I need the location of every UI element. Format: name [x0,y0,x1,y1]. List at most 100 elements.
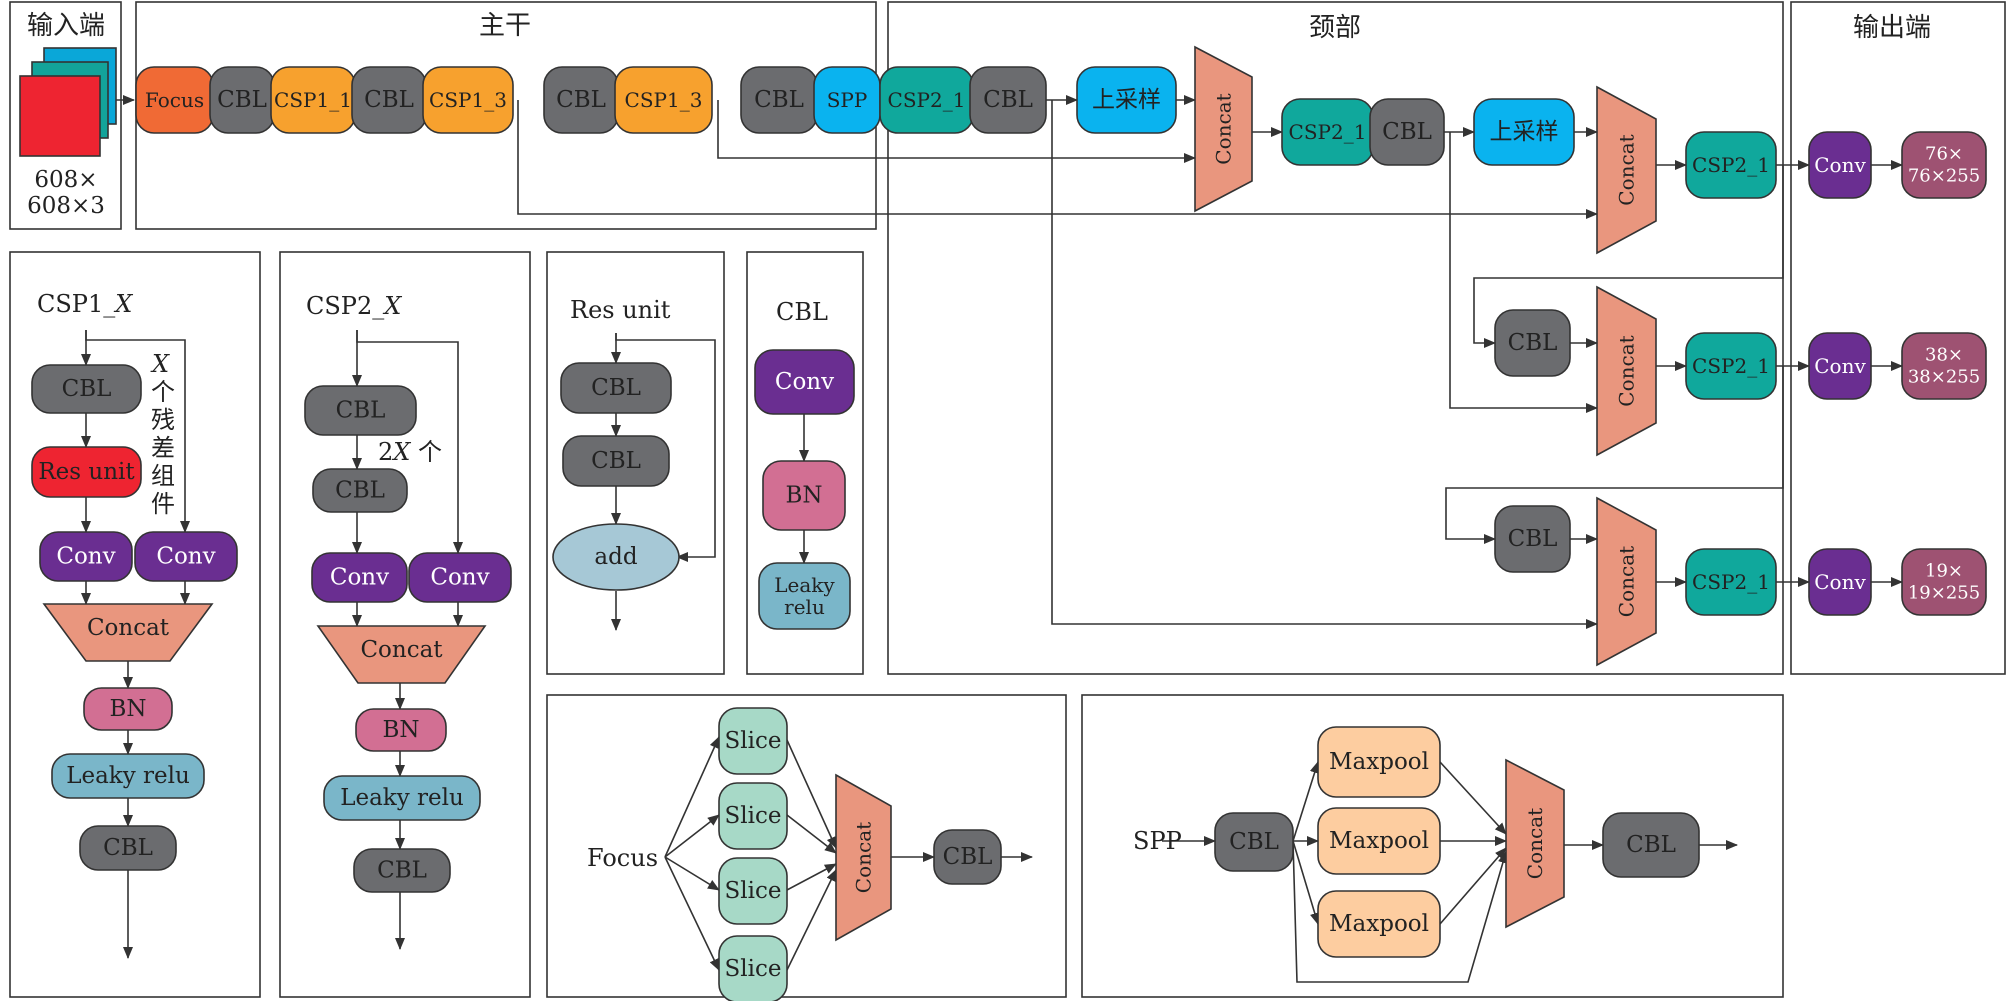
csp2-cbl-mid-label: CBL [335,478,385,504]
spp-maxpool-3: Maxpool [1317,890,1441,958]
neck-csp2-1-d: CSP2_1 [1685,332,1777,400]
spp-maxpool-3-shape [1317,890,1441,958]
csp2-leaky-relu-label: Leaky relu [340,785,464,811]
backbone-title: 主干 [479,11,531,41]
csp1-res-unit: Res unit [31,446,142,498]
neck-csp2-1-c-label: CSP2_1 [1692,153,1770,177]
csp1-leaky-relu-shape [51,753,205,799]
csp1-res-unit-shape [31,446,142,498]
neck-csp2-1-b-label: CSP2_1 [1289,120,1367,144]
backbone-cbl-4-label: CBL [754,87,804,113]
neck-concat-1-label: Concat [1212,93,1236,164]
output-conv-3-label: Conv [1814,570,1866,594]
spp-concat-shape [1505,758,1565,929]
output-frame [1790,1,2006,675]
csp2-cbl-mid-shape [312,468,408,513]
backbone-cbl-3: CBL [543,66,619,134]
backbone-cbl-3-label: CBL [556,87,606,113]
spp-cbl-in-label: CBL [1229,829,1279,855]
focus-slice-2-shape [718,782,788,850]
upsample-1-shape [1076,66,1177,134]
output-conv-2-shape [1808,332,1872,400]
neck-cbl-3-shape [1494,309,1571,377]
res-add-node: add [552,523,680,591]
cbl-panel-leaky-relu-shape [758,562,851,630]
focus-slice-1-label: Slice [725,728,782,754]
csp2-cbl-mid: CBL [312,468,408,513]
csp1-conv-left-label: Conv [56,544,115,570]
neck-csp2-1-a: CSP2_1 [879,66,974,134]
cbl-panel-conv: Conv [754,349,855,415]
csp2-concat-shape [316,625,487,684]
backbone-spp: SPP [813,66,881,134]
cbl-panel [746,251,864,675]
spp-panel [1081,694,1784,998]
csp1-conv-right-label: Conv [156,544,215,570]
csp1-bn-label: BN [109,696,146,722]
csp1-cbl-top-label: CBL [62,376,112,402]
backbone-cbl-1: CBL [209,66,275,134]
csp2-cbl-top-label: CBL [336,398,386,424]
focus-concat: Concat [835,773,892,942]
csp2-conv-right-label: Conv [430,565,489,591]
upsample-2-label: 上采样 [1490,119,1559,145]
res-unit-title: Res unit [570,296,671,324]
csp1-bn-shape [83,687,173,731]
res-cbl-1-label: CBL [591,375,641,401]
upsample-2: 上采样 [1473,98,1575,166]
csp1-title: CSP1_X [37,290,133,318]
output-size-3: 19×19×255 [1901,548,1987,616]
cbl-panel-bn-shape [762,460,846,531]
neck-concat-1-shape [1194,45,1253,213]
output-size-1: 76×76×255 [1901,131,1987,199]
csp2-cbl-bottom-label: CBL [377,858,427,884]
csp1-conv-left: Conv [39,531,133,582]
neck-concat-3-shape [1596,285,1657,457]
backbone-csp1-3-b-label: CSP1_3 [625,88,703,112]
output-size-1-shape [1901,131,1987,199]
cbl-title: CBL [776,298,828,326]
focus-cbl-shape [933,829,1002,885]
cbl-panel-bn: BN [762,460,846,531]
neck-concat-3-label: Concat [1615,335,1639,406]
cbl-panel-conv-label: Conv [775,369,834,395]
spp-cbl-in-shape [1214,812,1294,872]
spp-cbl-out-shape [1602,812,1700,878]
csp2-repeat-label: 2X 个 [378,438,442,466]
neck-csp2-1-b: CSP2_1 [1281,98,1374,166]
csp2-conv-right: Conv [408,552,512,603]
backbone-csp1-1: CSP1_1 [270,66,356,134]
csp2-conv-left-shape [311,552,408,603]
spp-maxpool-2-shape [1317,807,1441,875]
neck-cbl-4-shape [1494,505,1571,573]
neck-csp2-1-e: CSP2_1 [1685,548,1777,616]
neck-cbl-4: CBL [1494,505,1571,573]
output-size-2-label: 38×255 [1908,367,1980,388]
csp1-cbl-top: CBL [31,364,142,414]
connectors [81,95,1903,983]
backbone-csp1-3-b-shape [614,66,713,134]
focus-cbl-label: CBL [943,844,993,870]
neck-cbl-2-shape [1369,98,1445,166]
output-size-2-label: 38× [1925,345,1963,366]
neck-cbl-3-label: CBL [1508,330,1558,356]
csp1-res-unit-label: Res unit [38,459,135,485]
neck-concat-4-label: Concat [1615,546,1639,617]
csp1-conv-left-shape [39,531,133,582]
csp1-residual-char-1: 个 [151,378,175,406]
csp2-concat: Concat [316,625,487,684]
csp1-residual-char-4: 组 [151,462,175,490]
cbl-panel-conv-shape [754,349,855,415]
csp2-cbl-top-shape [304,385,417,436]
backbone-cbl-2-label: CBL [364,87,414,113]
neck-csp2-1-a-label: CSP2_1 [888,88,966,112]
backbone-csp1-3-a-label: CSP1_3 [429,88,507,112]
output-conv-1: Conv [1808,131,1872,199]
backbone-cbl-1-label: CBL [217,87,267,113]
csp1-panel [9,251,261,998]
focus-slice-2-label: Slice [725,803,782,829]
backbone-spp-label: SPP [827,88,868,112]
neck-csp2-1-c-shape [1685,131,1777,199]
focus-slice-4-label: Slice [725,956,782,982]
